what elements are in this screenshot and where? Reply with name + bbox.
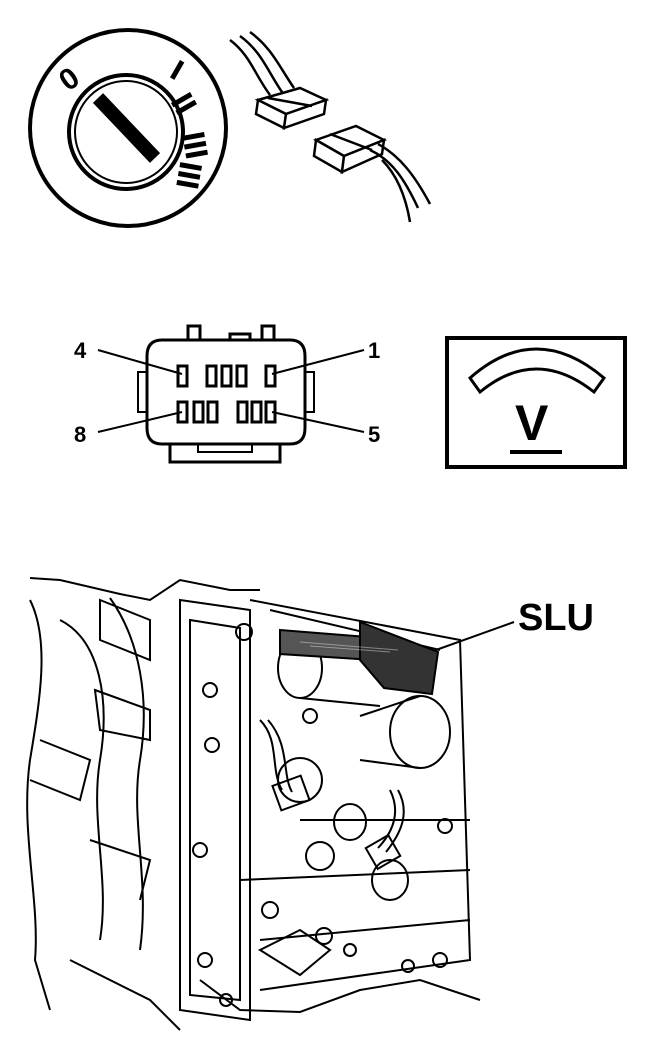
pin-4 — [176, 364, 189, 388]
position-mark-ii — [170, 92, 197, 116]
voltmeter-icon — [445, 336, 627, 469]
slu-leader-line — [435, 621, 515, 651]
slu-solenoid-icon — [279, 620, 440, 696]
pin-label-5: 5 — [368, 422, 380, 447]
pin-label-1: 1 — [368, 338, 380, 363]
pin-label-8: 8 — [74, 422, 86, 447]
position-mark-iv — [176, 162, 202, 189]
valve-body-illustration — [26, 577, 481, 1031]
slu-label: SLU — [518, 597, 594, 639]
position-mark-iii — [182, 132, 208, 159]
pin-label-4: 4 — [74, 338, 87, 363]
connector-face — [97, 324, 365, 464]
pin-1 — [264, 364, 277, 388]
voltmeter-symbol: V — [515, 395, 549, 451]
key-slot-icon — [92, 93, 161, 163]
ignition-switch: 0 — [28, 28, 228, 228]
connector-disconnected-icon — [229, 30, 432, 223]
position-mark-i — [170, 59, 185, 80]
